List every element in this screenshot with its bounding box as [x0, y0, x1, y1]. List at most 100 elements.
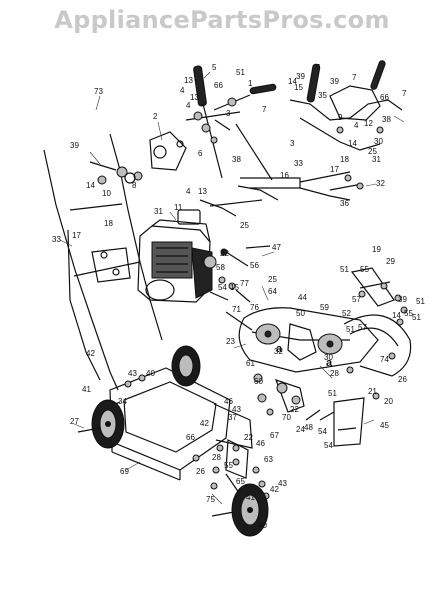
callout: 54 — [324, 441, 333, 450]
callout: 30 — [324, 353, 333, 362]
callout: 47 — [272, 243, 281, 252]
belt-housing — [225, 267, 412, 447]
callout: 43 — [128, 369, 137, 378]
callout: 65 — [236, 477, 245, 486]
callout: 5 — [212, 63, 217, 72]
callout: 69 — [120, 467, 129, 476]
callout: 73 — [94, 87, 103, 96]
callout: 60 — [254, 377, 263, 386]
callout: 50 — [296, 309, 305, 318]
callout: 39 — [70, 141, 79, 150]
handle-assembly — [42, 110, 163, 391]
callout: 59 — [320, 303, 329, 312]
engine — [137, 209, 271, 303]
callout: 71 — [232, 305, 241, 314]
control-linkage — [89, 60, 403, 217]
callout: 1 — [248, 79, 253, 88]
callout: 57 — [352, 295, 361, 304]
callout: 13 — [190, 93, 199, 102]
callout: 51 — [346, 325, 355, 334]
callout: 36 — [340, 199, 349, 208]
callout: 25 — [368, 147, 377, 156]
callout: 63 — [264, 455, 273, 464]
callout: 17 — [72, 231, 81, 240]
callout: 15 — [294, 83, 303, 92]
callout: 32 — [274, 347, 283, 356]
callout: a — [276, 343, 283, 355]
callout: 51 — [328, 389, 337, 398]
callout: 74 — [380, 355, 389, 364]
callout: 43 — [278, 479, 287, 488]
callout: 39 — [398, 295, 407, 304]
callout: 54 — [318, 427, 327, 436]
callout: 14 — [392, 311, 401, 320]
callout: 27 — [70, 417, 79, 426]
callout: 77 — [240, 279, 249, 288]
callout: 40 — [146, 369, 155, 378]
callout: 39 — [330, 77, 339, 86]
callout: 28 — [330, 369, 339, 378]
callout: 38 — [382, 115, 391, 124]
callout: 21 — [368, 387, 377, 396]
callout: 32 — [376, 179, 385, 188]
callout: 30 — [374, 137, 383, 146]
callout: 4 — [186, 187, 191, 196]
callout: 3 — [226, 109, 231, 118]
callout: 42 — [200, 419, 209, 428]
callout: 13 — [184, 76, 193, 85]
callout: 54 — [218, 283, 227, 292]
callout: 46 — [256, 439, 265, 448]
callout: 66 — [380, 93, 389, 102]
callout: 45 — [380, 421, 389, 430]
callout: 28 — [212, 453, 221, 462]
callout: 7 — [262, 105, 267, 114]
callout: 38 — [232, 155, 241, 164]
callout: 24 — [296, 425, 305, 434]
callout: 16 — [280, 171, 289, 180]
callout: 51 — [416, 297, 425, 306]
callout: 51 — [340, 265, 349, 274]
callout: 19 — [372, 245, 381, 254]
callout: 14 — [348, 139, 357, 148]
callout: 31 — [154, 207, 163, 216]
callout: 33 — [52, 235, 61, 244]
callout: 66 — [186, 433, 195, 442]
callout: 18 — [104, 219, 113, 228]
callout: 23 — [226, 337, 235, 346]
callout: 25 — [240, 221, 249, 230]
callout: 39 — [296, 72, 305, 81]
callout: 31 — [372, 155, 381, 164]
callout: 66 — [214, 81, 223, 90]
callout: 25 — [268, 275, 277, 284]
callouts: 73 2 5 13 4 66 51 1 7 5 14 39 35 15 4 13… — [52, 63, 425, 530]
callout: 5 — [316, 63, 321, 72]
callout: 6 — [198, 149, 203, 158]
callout: 14 — [86, 181, 95, 190]
callout: 41 — [82, 385, 91, 394]
callout: 9 — [338, 113, 343, 122]
callout: 14 — [288, 77, 297, 86]
callout: 35 — [318, 91, 327, 100]
callout: 12 — [364, 119, 373, 128]
watermark: AppliancePartsPros.com — [54, 6, 390, 34]
callout: 55 — [224, 461, 233, 470]
callout: 61 — [246, 359, 255, 368]
callout: a — [326, 357, 333, 369]
callout: 55 — [404, 309, 413, 318]
leader-lines — [59, 71, 405, 505]
callout: 75 — [206, 495, 215, 504]
callout: 42 — [86, 349, 95, 358]
callout: 42 — [270, 485, 279, 494]
callout: 4 — [186, 101, 191, 110]
callout: 43 — [232, 405, 241, 414]
callout: 44 — [298, 293, 307, 302]
callout: 58 — [216, 263, 225, 272]
callout: 4 — [180, 86, 185, 95]
callout: 26 — [196, 467, 205, 476]
callout: 52 — [342, 309, 351, 318]
callout: 7 — [402, 89, 407, 98]
callout: 67 — [270, 431, 279, 440]
callout: 76 — [250, 303, 259, 312]
callout: 51 — [412, 313, 421, 322]
callout: 48 — [304, 423, 313, 432]
